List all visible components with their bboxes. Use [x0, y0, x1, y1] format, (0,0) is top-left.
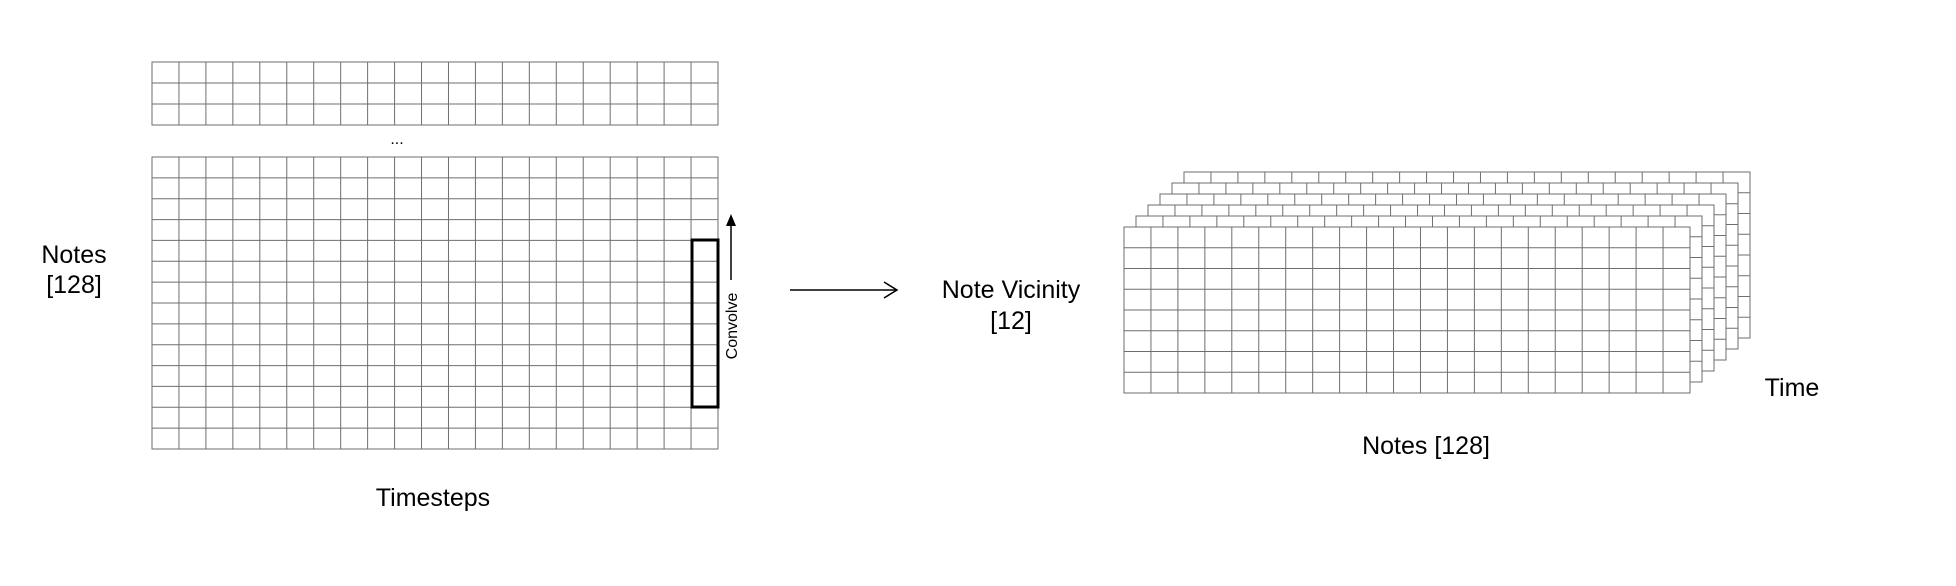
top-grid-cells-border [151, 61, 719, 126]
convolution-window [690, 238, 720, 409]
convolve-direction-arrow [726, 214, 736, 280]
feature-map-stack [1123, 171, 1751, 394]
convolve-label: Convolve [724, 293, 741, 360]
feature-map-layer-1 [1123, 226, 1691, 394]
note-vicinity-label-line1: Note Vicinity [942, 276, 1081, 304]
timesteps-axis-label: Timesteps [376, 484, 490, 512]
notes-axis-label-line1: Notes [41, 241, 106, 269]
ellipsis-label: ... [390, 131, 403, 148]
main-grid [151, 156, 719, 450]
top-grid [151, 61, 719, 126]
transform-arrow [790, 281, 899, 299]
top-grid-cells [151, 61, 719, 126]
notes-bottom-label: Notes [128] [1362, 432, 1490, 460]
main-grid-cells [151, 156, 719, 450]
notes-axis-label-line2: [128] [46, 271, 102, 299]
note-vicinity-label-line2: [12] [990, 307, 1032, 335]
time-axis-label: Time [1765, 374, 1820, 402]
